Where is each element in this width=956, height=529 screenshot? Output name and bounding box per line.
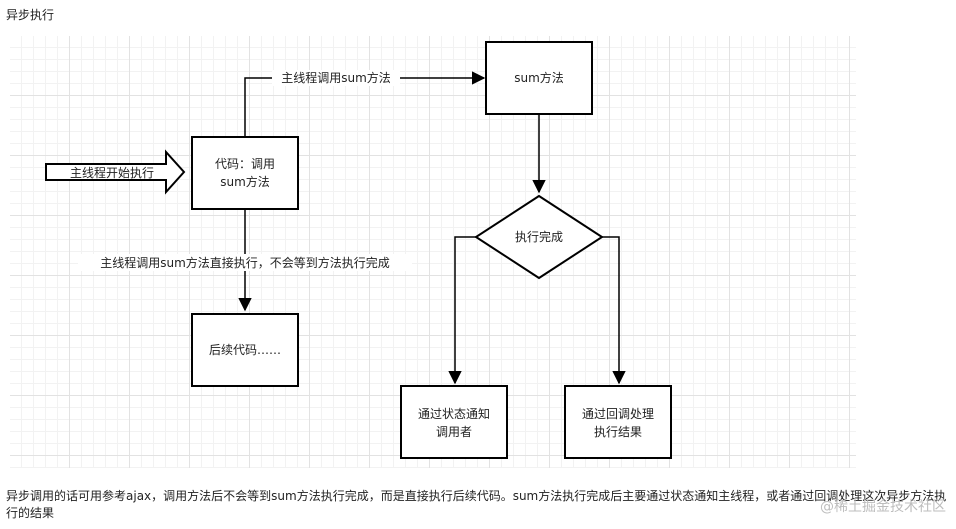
edge-call-label: 主线程调用sum方法 xyxy=(281,70,391,85)
code-box-line-1: 代码：调用 xyxy=(215,157,275,171)
edge-decision-to-notify xyxy=(448,236,476,385)
decision-label: 执行完成 xyxy=(515,229,563,244)
notify-line-2: 调用者 xyxy=(436,425,472,439)
start-label: 主线程开始执行 xyxy=(70,165,154,180)
next-code-label: 后续代码…… xyxy=(209,343,281,357)
page-title: 异步执行 xyxy=(6,8,55,22)
next-code-box: 后续代码…… xyxy=(191,313,299,387)
notify-line-1: 通过状态通知 xyxy=(418,407,490,421)
start-block-arrow: 主线程开始执行 xyxy=(45,149,186,195)
edge-direct-label: 主线程调用sum方法直接执行，不会等到方法执行完成 xyxy=(100,255,390,270)
code-box: 代码：调用 sum方法 xyxy=(191,136,299,210)
edge-call-arrow xyxy=(244,71,486,137)
flowchart: 主线程开始执行 代码：调用 sum方法 主线程调用sum方法 sum方法 执行完… xyxy=(45,41,672,459)
code-box-line-2: sum方法 xyxy=(220,174,270,189)
edge-decision-to-callback xyxy=(602,236,626,385)
notify-caller-box: 通过状态通知 调用者 xyxy=(400,385,508,459)
callback-line-1: 通过回调处理 xyxy=(582,407,654,421)
caption-paragraph: 异步调用的话可用参考ajax，调用方法后不会等到sum方法执行完成，而是直接执行… xyxy=(6,489,947,520)
callback-line-2: 执行结果 xyxy=(594,425,642,439)
decision-diamond: 执行完成 xyxy=(474,194,604,280)
callback-result-box: 通过回调处理 执行结果 xyxy=(564,385,672,459)
watermark: @稀土掘金技术社区 xyxy=(820,499,946,515)
sum-method-label: sum方法 xyxy=(514,70,564,85)
sum-method-box: sum方法 xyxy=(485,41,593,115)
